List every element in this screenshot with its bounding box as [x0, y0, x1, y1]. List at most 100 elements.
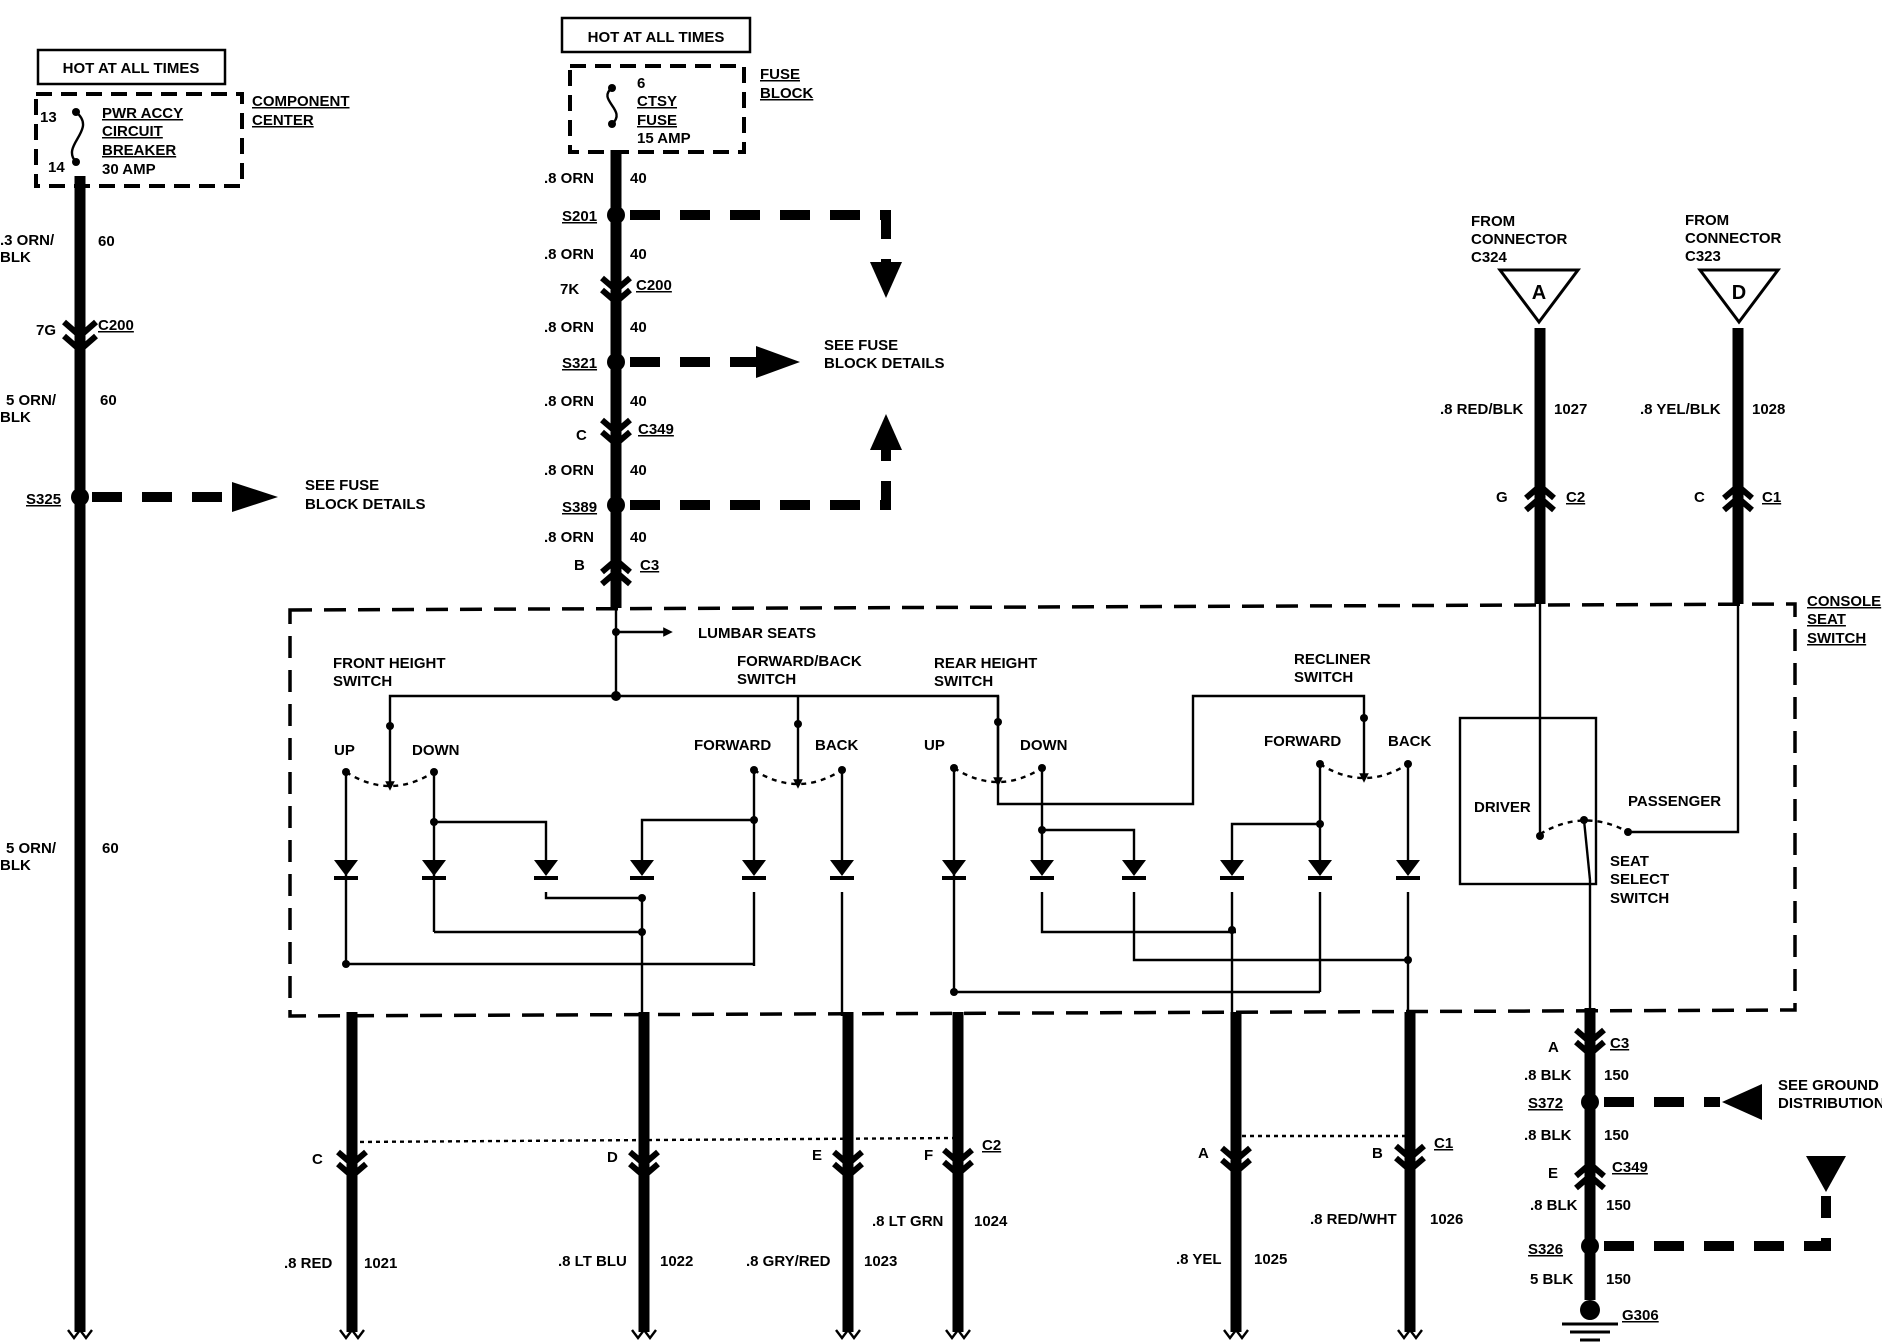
component-center-box: [34, 92, 244, 188]
s326-label: S326: [1528, 1241, 1563, 1258]
num-1026: 1026: [1430, 1211, 1463, 1228]
end-1026: [1397, 1328, 1423, 1340]
left-wire3-gauge-2: BLK: [0, 857, 31, 874]
forward-back-forward: FORWARD: [694, 737, 771, 754]
c349-center-connector: [600, 417, 632, 448]
component-center-label-2: CENTER: [252, 112, 314, 129]
pin-1026: B: [1372, 1145, 1383, 1162]
g306-terminal: [1580, 1300, 1600, 1320]
s321-label: S321: [562, 355, 597, 372]
s201-label: S201: [562, 208, 597, 225]
c3-ground-pin: A: [1548, 1039, 1559, 1056]
hot-label-left: HOT AT ALL TIMES: [63, 60, 200, 77]
recliner-back: BACK: [1388, 733, 1431, 750]
s201-dashed-lead: [630, 210, 891, 262]
c349-center-pin: C: [576, 427, 587, 444]
s389-splice: [607, 496, 625, 514]
rear-height-title-1: REAR HEIGHT: [934, 655, 1037, 672]
left-wire2-gauge-1: 5 ORN/: [6, 392, 57, 409]
c200-center-pin: 7K: [560, 281, 579, 298]
common-bus: [388, 694, 1000, 726]
num-1027: 1027: [1554, 401, 1587, 418]
c2-out-name: C2: [982, 1137, 1001, 1154]
seat-select-box: [1458, 716, 1598, 886]
forward-back-title-2: SWITCH: [737, 671, 796, 688]
fuse-gauge-2: .8 ORN: [544, 246, 594, 263]
breaker-element: [70, 111, 85, 163]
console-frame: [288, 602, 1797, 1018]
diode-3: [534, 860, 558, 880]
from-d-1: FROM: [1685, 212, 1729, 229]
recliner-forward: FORWARD: [1264, 733, 1341, 750]
s372-splice: [1581, 1093, 1599, 1111]
rear-height-down: DOWN: [1020, 737, 1068, 754]
c1-in-pin: C: [1694, 489, 1705, 506]
end-1021: [339, 1328, 365, 1340]
s325-see-fuse-1: SEE FUSE: [305, 477, 379, 494]
left-wire1-gauge-1: .3 ORN/: [0, 232, 55, 249]
s389-arrow: [870, 414, 902, 450]
front-height-title-2: SWITCH: [333, 673, 392, 690]
num-1024: 1024: [974, 1213, 1008, 1230]
s325-arrow: [232, 482, 278, 512]
s201-arrow: [870, 262, 902, 298]
fuse-block-box: [568, 64, 746, 154]
fuse-terminal-bottom: [608, 120, 616, 128]
passenger-label: PASSENGER: [1628, 793, 1721, 810]
fuse-element: [606, 87, 618, 125]
diode-10: [1220, 860, 1244, 880]
left-circuit: HOT AT ALL TIMES 13 14 PWR ACCY CIRCUIT …: [0, 48, 426, 1340]
console-label-2: SEAT: [1807, 611, 1846, 628]
matrix-junctions: [342, 816, 1412, 996]
c3-ground-connector: [1574, 1027, 1606, 1058]
recliner-throw: [1319, 762, 1409, 780]
triangle-d-letter: D: [1732, 282, 1746, 304]
num-1028: 1028: [1752, 401, 1785, 418]
triangle-a: [1497, 268, 1581, 325]
output-wires: C2 C1 C .8 RED 1021 D .8 LT BLU 1022 E .…: [284, 1012, 1463, 1340]
triangle-a-letter: A: [1532, 282, 1546, 304]
forward-back-back: BACK: [815, 737, 858, 754]
from-a-1: FROM: [1471, 213, 1515, 230]
diode-2: [422, 860, 446, 880]
see-ground-1: SEE GROUND: [1778, 1077, 1879, 1094]
fuse-terminal-top: [608, 84, 616, 92]
c3-center-connector: [600, 556, 632, 587]
seat-select-3: SWITCH: [1610, 890, 1669, 907]
gauge-1024: .8 LT GRN: [872, 1213, 943, 1230]
s326-ground-tri: [1806, 1156, 1846, 1192]
from-a-3: C324: [1471, 249, 1508, 266]
console-label-3: SWITCH: [1807, 630, 1866, 647]
ground-symbol: [1562, 1322, 1618, 1342]
conn-1025: [1220, 1145, 1252, 1176]
s201-splice: [607, 206, 625, 224]
conn-1023: [832, 1149, 864, 1180]
forward-back-throw: [753, 768, 843, 786]
c349-ground-name: C349: [1612, 1159, 1648, 1176]
num-1023: 1023: [864, 1253, 897, 1270]
c349-center-name: C349: [638, 421, 674, 438]
diode-12: [1396, 860, 1420, 880]
breaker-line-4: 30 AMP: [102, 161, 156, 178]
ground-gauge-2: .8 BLK: [1524, 1127, 1572, 1144]
g306-label: G306: [1622, 1307, 1659, 1324]
c1-in-connector: [1722, 482, 1754, 513]
console-label-1: CONSOLE: [1807, 593, 1881, 610]
breaker-pin-14: 14: [48, 159, 65, 176]
lumbar-label: LUMBAR SEATS: [698, 625, 816, 642]
fuse-num-1: 40: [630, 170, 647, 187]
breaker-line-3: BREAKER: [102, 142, 176, 159]
console-seat-switch: CONSOLE SEAT SWITCH LUMBAR SEATS FRONT H…: [288, 593, 1881, 1018]
fuse-line-1: 6: [637, 75, 645, 92]
front-height-down: DOWN: [412, 742, 460, 759]
s325-splice: [71, 488, 89, 506]
front-height-throw: [345, 770, 435, 788]
c200-left-connector: [62, 319, 98, 354]
gauge-1028: .8 YEL/BLK: [1640, 401, 1721, 418]
ground-num-3: 150: [1606, 1197, 1631, 1214]
c3-center-pin: B: [574, 557, 585, 574]
num-1022: 1022: [660, 1253, 693, 1270]
hot-label-box-left: [36, 48, 227, 86]
gauge-1026: .8 RED/WHT: [1310, 1211, 1397, 1228]
